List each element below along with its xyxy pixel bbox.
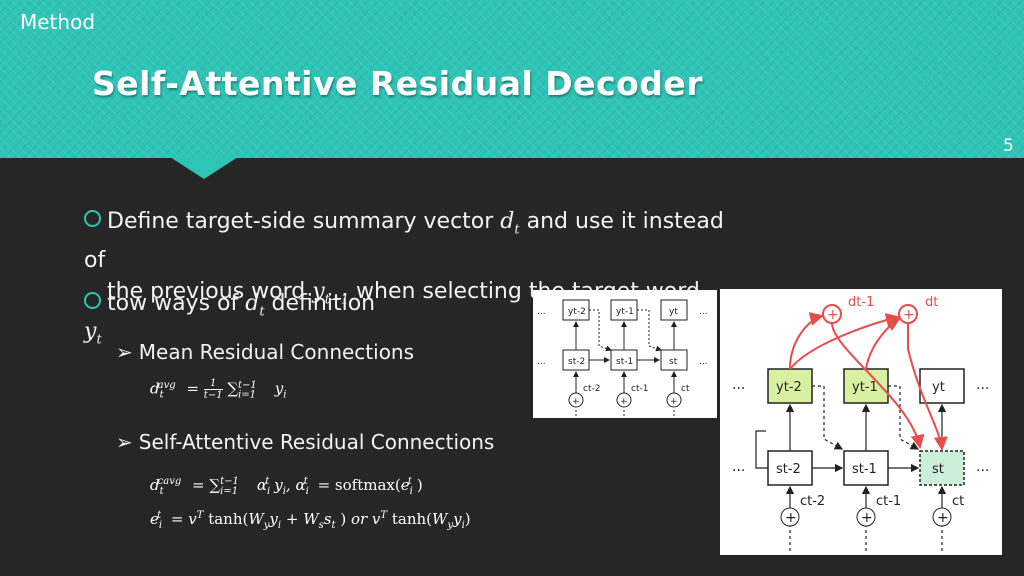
small-y-node: yt-1: [616, 307, 634, 317]
header-banner: [0, 0, 1024, 158]
small-c-label: ct-2: [583, 384, 600, 394]
page-number: 5: [1003, 136, 1014, 156]
big-c-label: ct-2: [800, 494, 825, 509]
svg-text:+: +: [572, 397, 580, 407]
decoder-diagram-small: yt-2 yt-1 yt st-2 st-1 st +++ ct-2 ct-1 …: [537, 299, 708, 416]
svg-text:...: ...: [537, 307, 546, 317]
d-label: dt-1: [848, 295, 874, 310]
sub-bullet-2: ➢Self-Attentive Residual Connections: [116, 430, 495, 454]
sub-bullet-1: ➢Mean Residual Connections: [116, 340, 415, 364]
svg-text:...: ...: [976, 459, 989, 475]
math-yt: yt: [84, 318, 102, 348]
small-y-node: yt: [669, 307, 678, 317]
math-dt: dt: [500, 209, 520, 238]
svg-text:+: +: [670, 397, 678, 407]
svg-text:+: +: [620, 397, 628, 407]
small-s-node: st-1: [616, 357, 633, 367]
svg-text:...: ...: [699, 357, 708, 367]
math-y-prev: yt−1: [312, 279, 350, 308]
big-s-node: st-2: [776, 462, 801, 477]
bullet-2: tow ways of dt definition: [84, 288, 375, 327]
svg-text:+: +: [785, 510, 797, 526]
svg-text:...: ...: [732, 377, 745, 393]
decoder-diagram-residual: + + dt-1 dt yt-2 yt-1 yt st-2 st-1 st + …: [732, 295, 989, 551]
small-y-node: yt-2: [568, 307, 586, 317]
d-label: dt: [925, 295, 938, 310]
equation-score: eit = vT tanh(Wyyi + Wsst ) or vT tanh(W…: [150, 510, 471, 531]
svg-text:+: +: [861, 510, 873, 526]
small-c-label: ct: [681, 384, 690, 394]
svg-text:+: +: [903, 307, 915, 323]
arrow-bullet-icon: ➢: [116, 430, 133, 454]
decoder-figure-small: yt-2 yt-1 yt st-2 st-1 st +++ ct-2 ct-1 …: [533, 290, 717, 418]
small-s-node: st-2: [568, 357, 585, 367]
big-y-node: yt-1: [852, 380, 878, 395]
small-c-label: ct-1: [631, 384, 648, 394]
bullet-ring-icon: [84, 210, 101, 227]
bullet-ring-icon: [84, 292, 101, 309]
svg-text:...: ...: [732, 459, 745, 475]
math-dt: dt: [245, 291, 265, 320]
svg-text:+: +: [827, 307, 839, 323]
banner-notch: [170, 157, 238, 179]
big-y-node: yt-2: [776, 380, 802, 395]
decoder-figure-residual: + + dt-1 dt yt-2 yt-1 yt st-2 st-1 st + …: [720, 289, 1002, 555]
svg-text:...: ...: [699, 307, 708, 317]
big-c-label: ct-1: [876, 494, 901, 509]
slide-title: Self-Attentive Residual Decoder: [92, 64, 704, 103]
svg-text:...: ...: [537, 357, 546, 367]
section-label: Method: [20, 10, 96, 34]
svg-text:+: +: [937, 510, 949, 526]
big-s-node: st-1: [852, 462, 877, 477]
svg-text:...: ...: [976, 377, 989, 393]
small-s-node: st: [669, 357, 678, 367]
arrow-bullet-icon: ➢: [116, 340, 133, 364]
big-s-node: st: [932, 462, 944, 477]
big-y-node: yt: [932, 380, 945, 395]
big-c-label: ct: [952, 494, 964, 509]
